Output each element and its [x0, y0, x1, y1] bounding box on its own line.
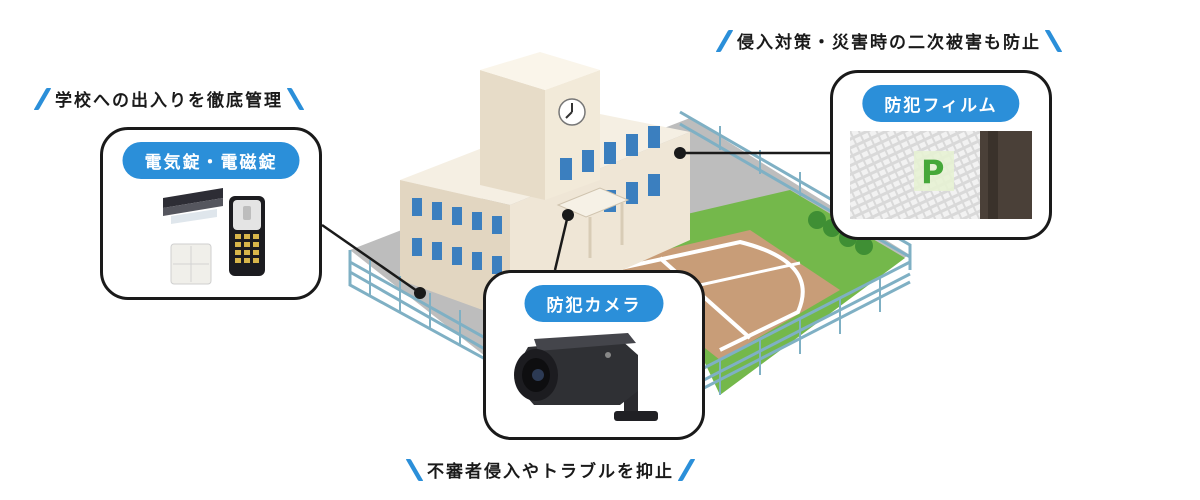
- security-film-photo: [850, 131, 1032, 219]
- windows: [412, 126, 660, 274]
- tower-top: [480, 52, 600, 90]
- lock-devices-illustration: [163, 188, 265, 285]
- lock-card: 電気錠・電磁錠: [100, 127, 322, 300]
- switch-plate-icon: [170, 243, 212, 285]
- tower-side: [545, 70, 600, 200]
- film-badge-p-icon: P: [921, 153, 945, 191]
- clock-icon: [558, 98, 586, 126]
- security-camera-icon: [514, 333, 658, 421]
- camera-point-marker: [562, 209, 574, 221]
- caption-text: 学校への出入りを徹底管理: [55, 91, 283, 111]
- keypad-icon: [229, 196, 265, 276]
- entrance-canopy: [556, 187, 630, 218]
- caption-intrusion: 侵入対策・災害時の二次被害も防止: [715, 28, 1063, 53]
- camera-card: 防犯カメラ: [483, 270, 705, 440]
- tower-front: [480, 70, 545, 200]
- court-area: [600, 230, 840, 360]
- caption-entry-control: 学校への出入りを徹底管理: [33, 86, 305, 111]
- caption-text: 侵入対策・災害時の二次被害も防止: [737, 33, 1041, 53]
- court-lines: [611, 239, 805, 352]
- caption-text: 不審者侵入やトラブルを抑止: [427, 462, 674, 482]
- connector-lines: [321, 151, 830, 295]
- caption-deterrence: 不審者侵入やトラブルを抑止: [405, 457, 696, 482]
- lock-point-marker: [414, 287, 426, 299]
- camera-card-title: 防犯カメラ: [524, 285, 664, 322]
- magnetic-lock-icon: [163, 188, 223, 224]
- fence-posts: [369, 126, 881, 395]
- lock-card-title: 電気錠・電磁錠: [122, 142, 300, 179]
- film-card: 防犯フィルム P: [830, 70, 1052, 240]
- film-point-marker: [674, 147, 686, 159]
- film-card-title: 防犯フィルム: [862, 85, 1020, 122]
